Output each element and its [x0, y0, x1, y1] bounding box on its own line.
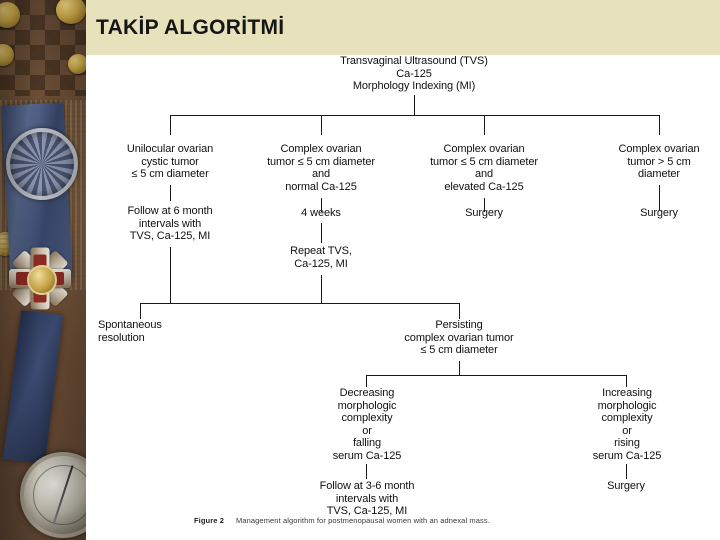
compass-icon	[20, 452, 86, 538]
connector-branch2-to-action	[321, 198, 322, 212]
connector-outcome-bus	[140, 303, 459, 304]
node-root: Transvaginal Ultrasound (TVS) Ca-125 Mor…	[340, 55, 488, 93]
algorithm-figure: Transvaginal Ultrasound (TVS) Ca-125 Mor…	[86, 55, 720, 540]
connector-persisting-down	[459, 361, 460, 375]
coin-icon	[68, 54, 86, 74]
medal-cross-icon	[4, 236, 76, 320]
connector-decreasing-drop	[366, 375, 367, 387]
node-branch2: Complex ovarian tumor ≤ 5 cm diameter an…	[267, 143, 375, 193]
connector-root-stem	[414, 95, 415, 115]
connector-increasing-drop	[626, 375, 627, 387]
connector-branch-bus	[170, 115, 659, 116]
node-branch1: Unilocular ovarian cystic tumor ≤ 5 cm d…	[126, 143, 214, 181]
connector-branch4-drop	[659, 115, 660, 135]
figure-caption-text: Management algorithm for postmenopausal …	[235, 516, 490, 525]
connector-branch3-to-action	[484, 198, 485, 212]
node-branch3: Complex ovarian tumor ≤ 5 cm diameter an…	[430, 143, 538, 193]
connector-branch3-drop	[484, 115, 485, 135]
coin-icon	[56, 0, 86, 24]
connector-repeat-down	[321, 275, 322, 303]
node-final-follow: Follow at 3-6 month intervals with TVS, …	[319, 480, 415, 518]
connector-decreasing-to-follow	[366, 464, 367, 479]
figure-caption: Figure 2 Management algorithm for postmen…	[194, 516, 694, 525]
node-increasing: Increasing morphologic complexity or ris…	[592, 387, 662, 462]
node-repeat: Repeat TVS, Ca-125, MI	[290, 245, 352, 270]
compass-ring	[33, 465, 86, 525]
node-branch2-action: 4 weeks	[301, 207, 341, 219]
rosette-icon	[6, 128, 78, 200]
page-title: TAKİP ALGORİTMİ	[96, 16, 285, 39]
connector-outcome-left-drop	[140, 303, 141, 319]
node-branch4: Complex ovarian tumor > 5 cm diameter	[618, 143, 700, 181]
connector-branch2-drop	[321, 115, 322, 135]
node-decreasing: Decreasing morphologic complexity or fal…	[332, 387, 402, 462]
connector-increasing-to-surgery	[626, 464, 627, 479]
connector-branch4-to-action	[659, 185, 660, 211]
figure-caption-label: Figure 2	[194, 516, 224, 525]
coin-icon	[0, 2, 20, 28]
connector-follow-down	[170, 247, 171, 303]
node-outcome-right: Persisting complex ovarian tumor ≤ 5 cm …	[404, 319, 514, 357]
connector-branch1-to-action	[170, 185, 171, 201]
title-bar: TAKİP ALGORİTMİ	[86, 0, 720, 55]
connector-4weeks-to-repeat	[321, 223, 322, 243]
node-branch4-action: Surgery	[640, 207, 678, 219]
node-branch3-action: Surgery	[465, 207, 503, 219]
node-outcome-left: Spontaneous resolution	[98, 319, 162, 344]
node-final-surgery: Surgery	[607, 480, 645, 492]
decorative-photo-strip	[0, 0, 86, 540]
connector-branch1-drop	[170, 115, 171, 135]
connector-complexity-bus	[366, 375, 626, 376]
medal-hub	[27, 265, 57, 295]
vignette-overlay	[0, 0, 86, 540]
node-branch1-action: Follow at 6 month intervals with TVS, Ca…	[127, 205, 213, 243]
connector-outcome-right-drop	[459, 303, 460, 319]
coin-icon	[0, 44, 14, 66]
